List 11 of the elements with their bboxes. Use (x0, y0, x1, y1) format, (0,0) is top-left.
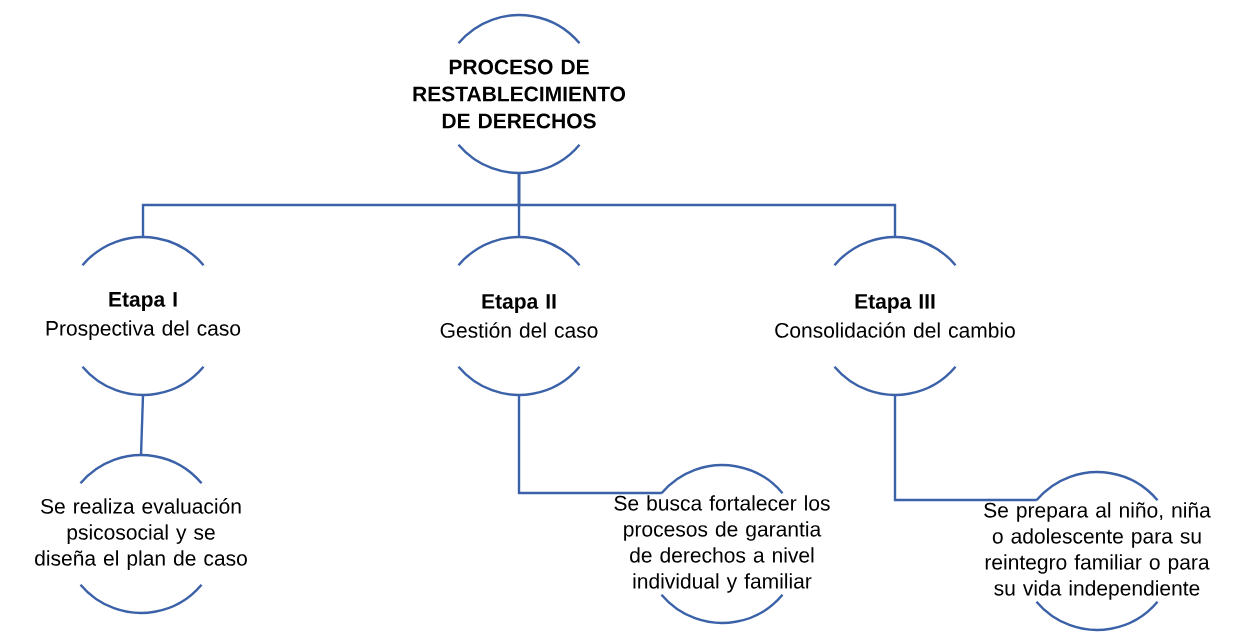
circle-node: Se busca fortalecer los procesos de garantia de derechos a nivel individual y familiar (614, 463, 830, 625)
circle-node: Etapa II Gestión del caso (440, 235, 598, 397)
connector-line (517, 395, 662, 495)
circle-node: Se prepara al niño, niña o adolescente para su reintegro familiar o para su vida independiente (984, 470, 1211, 632)
circle-node: PROCESO DE RESTABLECIMIENTO DE DERECHOS (413, 13, 626, 175)
connector-line (893, 395, 1037, 502)
circle-node: Etapa I Prospectiva del caso (46, 235, 241, 397)
connector-line (517, 173, 897, 237)
connector-line (139, 394, 145, 456)
circle-node: Se realiza evaluación psicosocial y se diseña el plan de caso (35, 453, 247, 615)
circle-node: Etapa III Consolidación del cambio (775, 235, 1015, 397)
